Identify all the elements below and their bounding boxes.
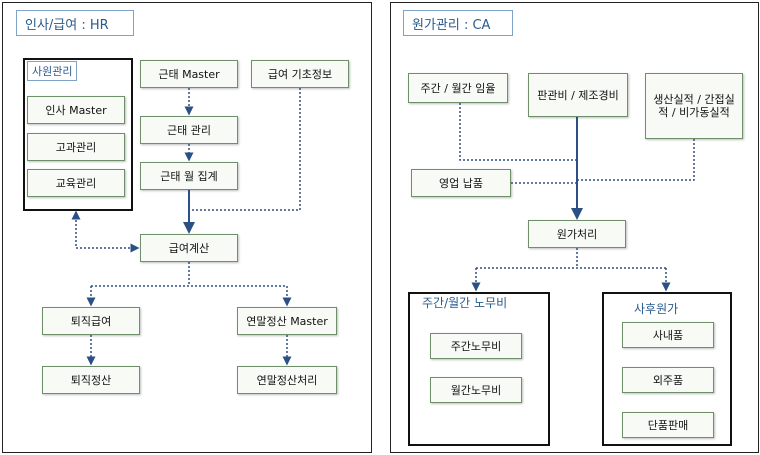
employee-management-label: 사원관리 — [27, 61, 78, 81]
jugan-nomubi-box[interactable]: 주간노무비 — [430, 333, 522, 359]
ca-saengsan-line — [577, 139, 695, 181]
ca-title: 원가관리 : CA — [403, 10, 513, 36]
ca-imyul-line — [459, 103, 577, 161]
geuntae-master-box[interactable]: 근태 Master — [140, 60, 238, 88]
geuntae-gwanri-box[interactable]: 근태 관리 — [140, 116, 238, 144]
ca-process-branch — [476, 248, 666, 269]
pangwanbi-box[interactable]: 판관비 / 제조경비 — [528, 73, 628, 117]
saengsan-box[interactable]: 생산실적 / 간접실적 / 비가동실적 — [645, 73, 743, 139]
hr-title: 인사/급여 : HR — [16, 10, 134, 36]
gyoyuk-box[interactable]: 교육관리 — [27, 169, 125, 197]
gogwa-box[interactable]: 고과관리 — [27, 133, 125, 161]
wonga-process-box[interactable]: 원가처리 — [528, 220, 626, 248]
nomubi-group — [408, 292, 550, 446]
jugan-imyul-box[interactable]: 주간 / 월간 임율 — [408, 73, 508, 103]
hr-group-to-calc — [71, 210, 140, 253]
toejik-jeongsan-box[interactable]: 퇴직정산 — [42, 366, 140, 394]
oejupum-box[interactable]: 외주품 — [622, 367, 714, 393]
geupyeo-calc-box[interactable]: 급여계산 — [140, 234, 238, 262]
geuntae-month-box[interactable]: 근태 월 집계 — [140, 162, 238, 190]
danpum-box[interactable]: 단품판매 — [622, 412, 714, 438]
toejik-geupyeo-box[interactable]: 퇴직급여 — [42, 307, 140, 335]
sahu-group-label: 사후원가 — [634, 302, 679, 316]
yeongeop-box[interactable]: 영업 납품 — [411, 169, 511, 197]
saengsan-label: 생산실적 / 간접실적 / 비가동실적 — [653, 93, 735, 119]
wolgan-nomubi-box[interactable]: 월간노무비 — [430, 377, 522, 403]
hr-calc-branch — [91, 262, 287, 287]
nomubi-group-label: 주간/월간 노무비 — [422, 296, 508, 310]
pangwanbi-label: 판관비 / 제조경비 — [537, 88, 619, 102]
sanaepum-box[interactable]: 사내품 — [622, 322, 714, 348]
hr-basic-to-calc — [189, 88, 301, 211]
yeonmal-process-box[interactable]: 연말정산처리 — [237, 366, 337, 394]
geupyeo-basic-box[interactable]: 급여 기초정보 — [251, 60, 349, 88]
yeonmal-master-box[interactable]: 연말정산 Master — [237, 307, 337, 335]
insa-master-box[interactable]: 인사 Master — [27, 96, 125, 124]
